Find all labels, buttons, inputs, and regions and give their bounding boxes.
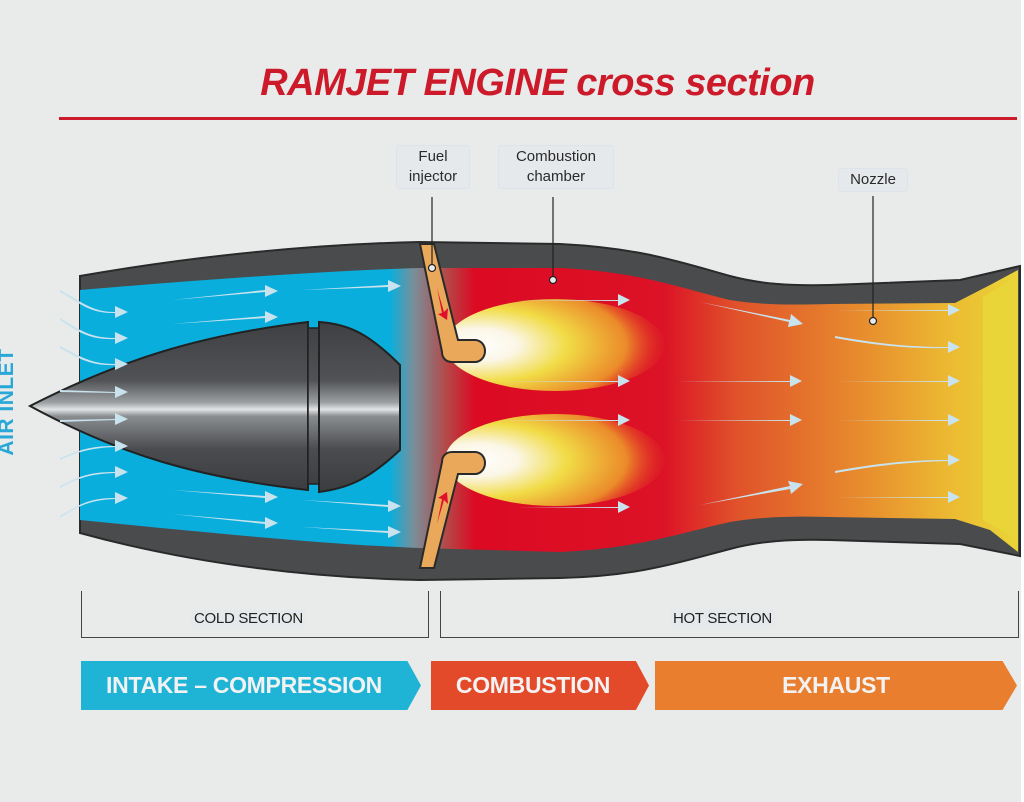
callout-leaders	[427, 196, 878, 326]
flow-arrow	[675, 375, 802, 387]
page-edge	[1021, 0, 1024, 802]
cone-rear	[318, 320, 401, 494]
flow-arrow	[60, 346, 128, 370]
callout-combustion-chamber: Combustion chamber	[498, 145, 614, 189]
flow-arrow	[172, 490, 278, 503]
callout-line: chamber	[526, 168, 586, 185]
flow-arrow	[60, 386, 128, 398]
flow-arrow	[700, 302, 803, 327]
fuel-flow-arrow-upper	[437, 288, 448, 320]
flow-arrow	[302, 280, 401, 292]
flow-arrow	[516, 501, 630, 513]
nozzle-exit	[983, 276, 1018, 540]
diagram-title: RAMJET ENGINE cross section	[0, 62, 1024, 105]
callout-line: Combustion	[515, 148, 597, 165]
hot-section-label: HOT SECTION	[670, 610, 775, 627]
fuel-flow-arrow-lower	[437, 492, 448, 524]
flame-lower	[445, 414, 665, 506]
phase-exhaust: EXHAUST	[655, 661, 1017, 710]
flow-arrow	[60, 492, 128, 518]
flame-upper	[445, 299, 665, 391]
combustion-chamber-marker	[548, 275, 558, 285]
flow-arrow	[675, 414, 802, 426]
intake-flow-arrows	[60, 290, 128, 518]
callout-line: Fuel	[418, 148, 448, 165]
flow-arrow	[500, 414, 630, 426]
hot-section-bracket	[440, 591, 1019, 638]
phase-intake-compression: INTAKE – COMPRESSION	[81, 661, 421, 710]
flow-arrow	[700, 481, 803, 505]
callout-line: Nozzle	[850, 171, 896, 188]
flow-arrow	[835, 454, 960, 473]
callout-fuel-injector: Fuel injector	[396, 145, 470, 189]
flow-arrow	[172, 285, 278, 300]
callout-line: injector	[408, 168, 458, 185]
flow-arrow	[835, 375, 960, 387]
phase-combustion: COMBUSTION	[431, 661, 649, 710]
flow-arrow	[172, 514, 278, 529]
flow-arrow	[835, 491, 960, 503]
nozzle-marker	[868, 316, 878, 326]
title-bold: RAMJET ENGINE	[260, 62, 567, 104]
fuel-injector-lower	[418, 451, 486, 569]
cold-section-label: COLD SECTION	[191, 610, 306, 627]
fuel-injector-marker	[427, 263, 437, 273]
callout-nozzle: Nozzle	[838, 168, 908, 192]
fuel-injector-upper	[418, 243, 486, 363]
air-inlet-label: AIR INLET	[0, 348, 18, 456]
cold-section-bracket	[81, 591, 429, 638]
flow-arrow	[302, 526, 401, 538]
flow-arrow	[516, 294, 630, 306]
title-underline	[59, 117, 1017, 120]
flow-arrow	[172, 311, 278, 324]
title-light: cross section	[576, 62, 815, 104]
flow-arrow	[302, 500, 401, 512]
flow-arrow	[835, 414, 960, 426]
internal-flow-arrows	[172, 280, 960, 538]
cone-ring	[307, 327, 320, 485]
flow-arrow	[500, 375, 630, 387]
